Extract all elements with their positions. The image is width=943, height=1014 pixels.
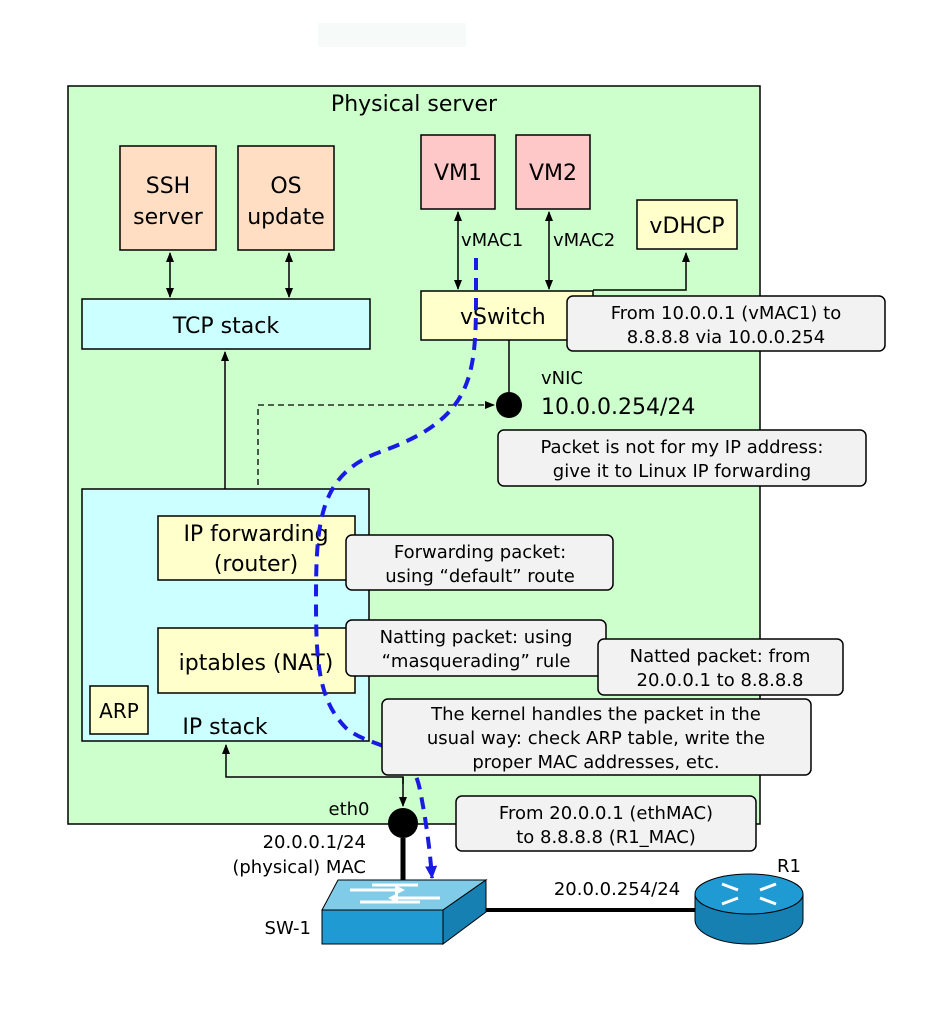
ssh-server-box: SSH server (119, 145, 217, 251)
tcp-stack-box: TCP stack (81, 298, 371, 350)
svg-text:OS: OS (270, 174, 301, 199)
svg-text:server: server (133, 205, 204, 230)
eth0-label: eth0 (329, 799, 370, 820)
svg-text:VM2: VM2 (529, 161, 577, 186)
vmac1-label: vMAC1 (461, 230, 523, 251)
svg-text:to 8.8.8.8 (R1_MAC): to 8.8.8.8 (R1_MAC) (516, 827, 696, 848)
callout-forwarding: Forwarding packet: using “default” route (345, 534, 614, 591)
svg-text:“masquerading” rule: “masquerading” rule (382, 651, 571, 672)
top-bar (318, 23, 466, 47)
vnic-node (496, 392, 522, 418)
r1-router-icon (694, 873, 804, 945)
eth0-node (388, 808, 418, 838)
svg-text:update: update (247, 205, 325, 230)
iptables-nat-box: iptables (NAT) (157, 627, 356, 694)
os-update-box: OS update (237, 145, 335, 251)
svg-text:iptables (NAT): iptables (NAT) (179, 651, 334, 676)
callout-not-for-me: Packet is not for my IP address: give it… (497, 429, 867, 487)
sw1-switch-icon (321, 879, 488, 945)
vnic-forwarding-dashed-arrow (254, 401, 495, 513)
svg-text:VM1: VM1 (434, 161, 482, 186)
sw1-label: SW-1 (265, 918, 311, 939)
eth0-mac: (physical) MAC (232, 857, 366, 878)
vmac2-label: vMAC2 (553, 230, 615, 251)
svg-text:TCP stack: TCP stack (172, 314, 279, 339)
svg-text:The kernel handles the packet: The kernel handles the packet in the (430, 704, 761, 725)
svg-text:Forwarding packet:: Forwarding packet: (394, 542, 566, 563)
svg-text:8.8.8.8 via 10.0.0.254: 8.8.8.8 via 10.0.0.254 (627, 327, 825, 348)
vm2-box: VM2 (515, 134, 591, 210)
svg-text:IP forwarding: IP forwarding (183, 522, 328, 547)
vswitch-vdhcp-arrow (593, 252, 690, 291)
callout-from-eth: From 20.0.0.1 (ethMAC) to 8.8.8.8 (R1_MA… (455, 795, 757, 852)
eth0-ip: 20.0.0.1/24 (263, 832, 366, 853)
physical-server-title: Physical server (331, 92, 498, 117)
svg-text:SSH: SSH (146, 174, 190, 199)
svg-text:ARP: ARP (99, 699, 139, 723)
vnic-ip: 10.0.0.254/24 (541, 395, 695, 420)
r1-ip: 20.0.0.254/24 (554, 879, 680, 900)
vm1-box: VM1 (420, 134, 496, 210)
vnic-label: vNIC (541, 368, 583, 389)
ip-stack-label: IP stack (182, 715, 267, 740)
svg-text:Natting packet: using: Natting packet: using (380, 627, 573, 648)
svg-text:(router): (router) (214, 552, 298, 577)
svg-text:usual way: check ARP table, wr: usual way: check ARP table, write the (427, 728, 765, 749)
svg-text:Natted packet: from: Natted packet: from (630, 646, 811, 667)
svg-text:From 20.0.0.1 (ethMAC): From 20.0.0.1 (ethMAC) (499, 803, 713, 824)
svg-text:using “default” route: using “default” route (385, 566, 575, 587)
callout-kernel: The kernel handles the packet in the usu… (381, 698, 812, 776)
svg-text:give it to Linux IP forwarding: give it to Linux IP forwarding (553, 461, 811, 482)
callout-from-vm: From 10.0.0.1 (vMAC1) to 8.8.8.8 via 10.… (566, 295, 886, 352)
svg-text:20.0.0.1 to 8.8.8.8: 20.0.0.1 to 8.8.8.8 (637, 670, 804, 691)
r1-label: R1 (777, 856, 801, 877)
arp-box: ARP (89, 685, 149, 735)
svg-text:Packet is not for my IP addres: Packet is not for my IP address: (541, 437, 824, 458)
svg-text:vSwitch: vSwitch (460, 305, 546, 330)
packet-path (313, 258, 478, 879)
svg-text:vDHCP: vDHCP (649, 214, 724, 239)
ip-forwarding-box: IP forwarding (router) (157, 515, 356, 581)
svg-text:proper MAC addresses, etc.: proper MAC addresses, etc. (472, 752, 719, 773)
callout-natting: Natting packet: using “masquerading” rul… (345, 619, 607, 677)
vdhcp-box: vDHCP (636, 199, 738, 250)
callout-natted: Natted packet: from 20.0.0.1 to 8.8.8.8 (597, 638, 844, 696)
svg-text:From 10.0.0.1 (vMAC1) to: From 10.0.0.1 (vMAC1) to (611, 303, 842, 324)
